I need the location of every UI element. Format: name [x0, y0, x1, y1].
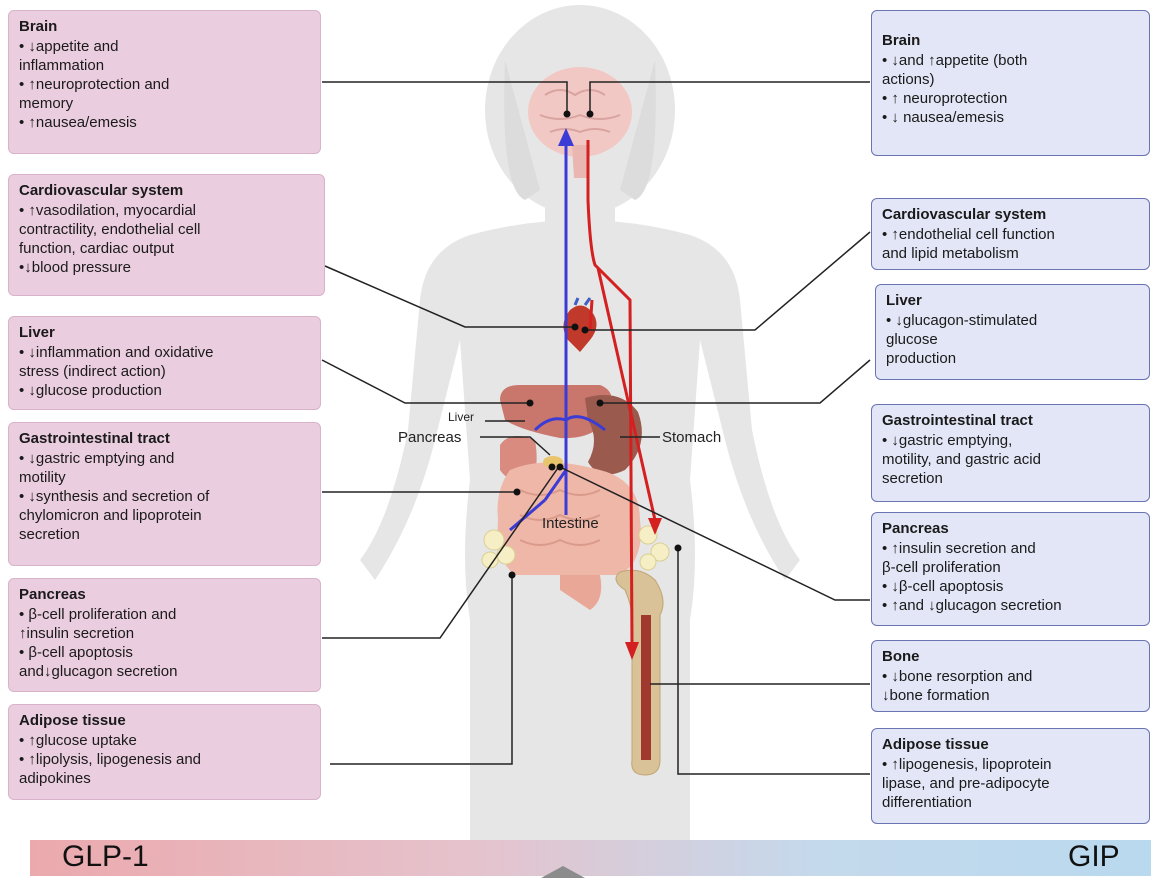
- box-line: inflammation: [19, 56, 310, 75]
- box-line: contractility, endothelial cell: [19, 220, 314, 239]
- box-title: Brain: [882, 31, 1139, 50]
- box-line: β-cell proliferation: [882, 558, 1139, 577]
- box-title: Gastrointestinal tract: [19, 429, 310, 448]
- box-title: Bone: [882, 647, 1139, 666]
- box-line: • ↑lipolysis, lipogenesis and: [19, 750, 310, 769]
- box-title: Gastrointestinal tract: [882, 411, 1139, 430]
- box-line: •↓blood pressure: [19, 258, 314, 277]
- organ-label-pancreas: Pancreas: [398, 429, 461, 446]
- box-line: • ↓synthesis and secretion of: [19, 487, 310, 506]
- box-title: Cardiovascular system: [882, 205, 1139, 224]
- box-line: • ↓bone resorption and: [882, 667, 1139, 686]
- glp1-gi-tract-box: Gastrointestinal tract • ↓gastric emptyi…: [8, 422, 321, 566]
- box-title: Brain: [19, 17, 310, 36]
- box-line: • ↑lipogenesis, lipoprotein: [882, 755, 1139, 774]
- gip-bone-box: Bone • ↓bone resorption and ↓bone format…: [871, 640, 1150, 712]
- organ-label-stomach: Stomach: [662, 429, 721, 446]
- box-line: • ↑insulin secretion and: [882, 539, 1139, 558]
- box-line: • ↑vasodilation, myocardial: [19, 201, 314, 220]
- glp1-cardiovascular-box: Cardiovascular system • ↑vasodilation, m…: [8, 174, 325, 296]
- glp1-gip-gradient-bar: [30, 840, 1151, 876]
- box-line: actions): [882, 70, 1139, 89]
- box-line: memory: [19, 94, 310, 113]
- box-title: Liver: [19, 323, 310, 342]
- box-line: • ↑neuroprotection and: [19, 75, 310, 94]
- box-line: ↑insulin secretion: [19, 624, 310, 643]
- gip-pancreas-box: Pancreas • ↑insulin secretion and β-cell…: [871, 512, 1150, 626]
- box-title: Pancreas: [882, 519, 1139, 538]
- box-line: • ↑ neuroprotection: [882, 89, 1139, 108]
- balance-arrow-icon: [541, 866, 585, 878]
- box-line: • ↓β-cell apoptosis: [882, 577, 1139, 596]
- box-line: • ↓appetite and: [19, 37, 310, 56]
- box-line: stress (indirect action): [19, 362, 310, 381]
- gip-label: GIP: [1068, 838, 1120, 876]
- box-line: glucose: [886, 330, 1139, 349]
- box-title: Adipose tissue: [882, 735, 1139, 754]
- box-title: Cardiovascular system: [19, 181, 314, 200]
- box-line: • β-cell proliferation and: [19, 605, 310, 624]
- glp1-brain-box: Brain • ↓appetite and inflammation • ↑ne…: [8, 10, 321, 154]
- box-line: and lipid metabolism: [882, 244, 1139, 263]
- box-line: secretion: [882, 469, 1139, 488]
- glp1-adipose-box: Adipose tissue • ↑glucose uptake • ↑lipo…: [8, 704, 321, 800]
- box-line: • ↓glucose production: [19, 381, 310, 400]
- box-line: • ↓ nausea/emesis: [882, 108, 1139, 127]
- box-line: lipase, and pre-adipocyte: [882, 774, 1139, 793]
- glp1-pancreas-box: Pancreas • β-cell proliferation and ↑ins…: [8, 578, 321, 692]
- box-line: and↓glucagon secretion: [19, 662, 310, 681]
- gip-liver-box: Liver • ↓glucagon-stimulated glucose pro…: [875, 284, 1150, 380]
- box-line: motility: [19, 468, 310, 487]
- box-line: • ↑and ↓glucagon secretion: [882, 596, 1139, 615]
- box-line: chylomicron and lipoprotein: [19, 506, 310, 525]
- box-line: • ↓gastric emptying,: [882, 431, 1139, 450]
- box-line: • ↑nausea/emesis: [19, 113, 310, 132]
- box-line: production: [886, 349, 1139, 368]
- box-line: motility, and gastric acid: [882, 450, 1139, 469]
- box-line: • ↓gastric emptying and: [19, 449, 310, 468]
- glp1-label: GLP-1: [62, 838, 149, 876]
- box-line: • ↑endothelial cell function: [882, 225, 1139, 244]
- box-line: • ↓glucagon-stimulated: [886, 311, 1139, 330]
- organ-label-intestine: Intestine: [542, 515, 599, 532]
- box-line: • ↑glucose uptake: [19, 731, 310, 750]
- box-line: function, cardiac output: [19, 239, 314, 258]
- box-line: adipokines: [19, 769, 310, 788]
- box-line: ↓bone formation: [882, 686, 1139, 705]
- box-line: differentiation: [882, 793, 1139, 812]
- gip-brain-box: Brain • ↓and ↑appetite (both actions) • …: [871, 10, 1150, 156]
- box-title: Pancreas: [19, 585, 310, 604]
- gip-gi-tract-box: Gastrointestinal tract • ↓gastric emptyi…: [871, 404, 1150, 502]
- gip-cardiovascular-box: Cardiovascular system • ↑endothelial cel…: [871, 198, 1150, 270]
- box-line: • ↓and ↑appetite (both: [882, 51, 1139, 70]
- box-title: Adipose tissue: [19, 711, 310, 730]
- glp1-liver-box: Liver • ↓inflammation and oxidative stre…: [8, 316, 321, 410]
- box-title: Liver: [886, 291, 1139, 310]
- box-line: • β-cell apoptosis: [19, 643, 310, 662]
- box-line: secretion: [19, 525, 310, 544]
- box-line: • ↓inflammation and oxidative: [19, 343, 310, 362]
- organ-label-liver: Liver: [448, 410, 474, 424]
- gip-adipose-box: Adipose tissue • ↑lipogenesis, lipoprote…: [871, 728, 1150, 824]
